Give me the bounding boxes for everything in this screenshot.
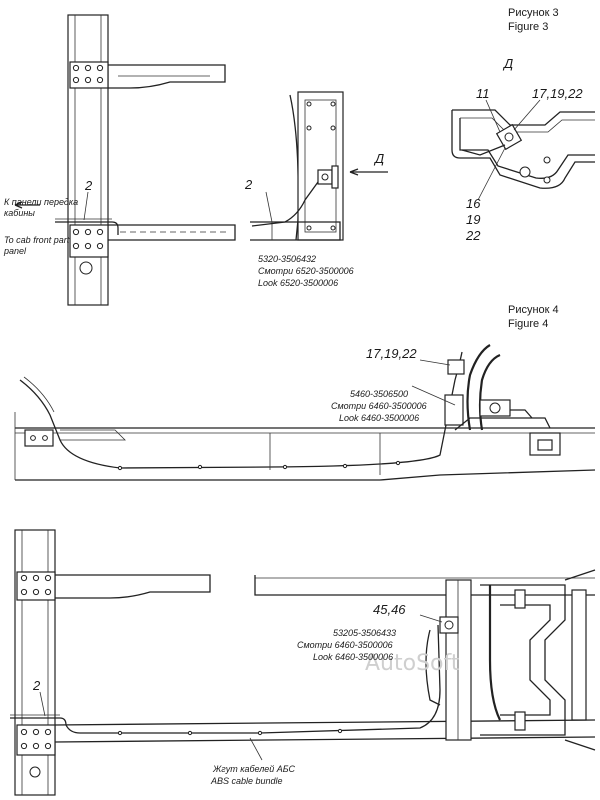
fig3-callout-2b: 2 [244, 177, 253, 192]
fig3-middle-frame [250, 91, 388, 241]
fig3-callout-17: 17,19,22 [532, 86, 583, 101]
fig3-see-en: Look 6520-3500006 [258, 278, 338, 288]
fig3-view-arrow-letter: Д [373, 151, 384, 166]
fig3-callout-16: 16 [466, 196, 481, 211]
figure4-title-en: Figure 4 [508, 318, 548, 330]
fig3-callout-22: 22 [465, 228, 481, 243]
fig3-callout-11: 11 [476, 86, 490, 101]
fig3-callout-2: 2 [84, 178, 93, 193]
fig5-see-en: Look 6460-3500006 [313, 652, 393, 662]
figure4-title-ru: Рисунок 4 [508, 304, 559, 316]
figure3-title-en: Figure 3 [508, 21, 548, 33]
fig4-see-en: Look 6460-3500006 [339, 413, 419, 423]
fig5-frame [10, 529, 596, 796]
fig4-see-ru: Смотри 6460-3500006 [331, 401, 427, 411]
watermark: AutoSoft [365, 651, 460, 676]
fig5-callout-45: 45,46 [373, 602, 406, 617]
fig3-note-en-2: panel [3, 246, 27, 256]
fig3-part-no: 5320-3506432 [258, 254, 316, 264]
fig3-note-ru-2: кабины [4, 208, 35, 218]
figure3-title-ru: Рисунок 3 [508, 7, 559, 19]
fig3-callout-19: 19 [466, 212, 480, 227]
fig5-bundle-ru: Жгут кабелей АБС [212, 764, 295, 774]
fig5-callout-2: 2 [32, 678, 41, 693]
fig3-note-ru-1: К панели передка [4, 197, 78, 207]
fig4-callout-17: 17,19,22 [366, 346, 417, 361]
fig3-see-ru: Смотри 6520-3500006 [258, 266, 354, 276]
fig3-view-d [451, 99, 595, 201]
fig4-frame [14, 344, 596, 481]
fig5-bundle-en: ABS cable bundle [210, 776, 283, 786]
fig4-part-no: 5460-3506500 [350, 389, 408, 399]
fig5-see-ru: Смотри 6460-3500006 [297, 640, 393, 650]
fig5-part-no: 53205-3506433 [333, 628, 396, 638]
fig3-note-en-1: To cab front part [4, 235, 70, 245]
fig3-left-frame [14, 14, 236, 306]
fig3-view-letter: Д [502, 56, 513, 71]
